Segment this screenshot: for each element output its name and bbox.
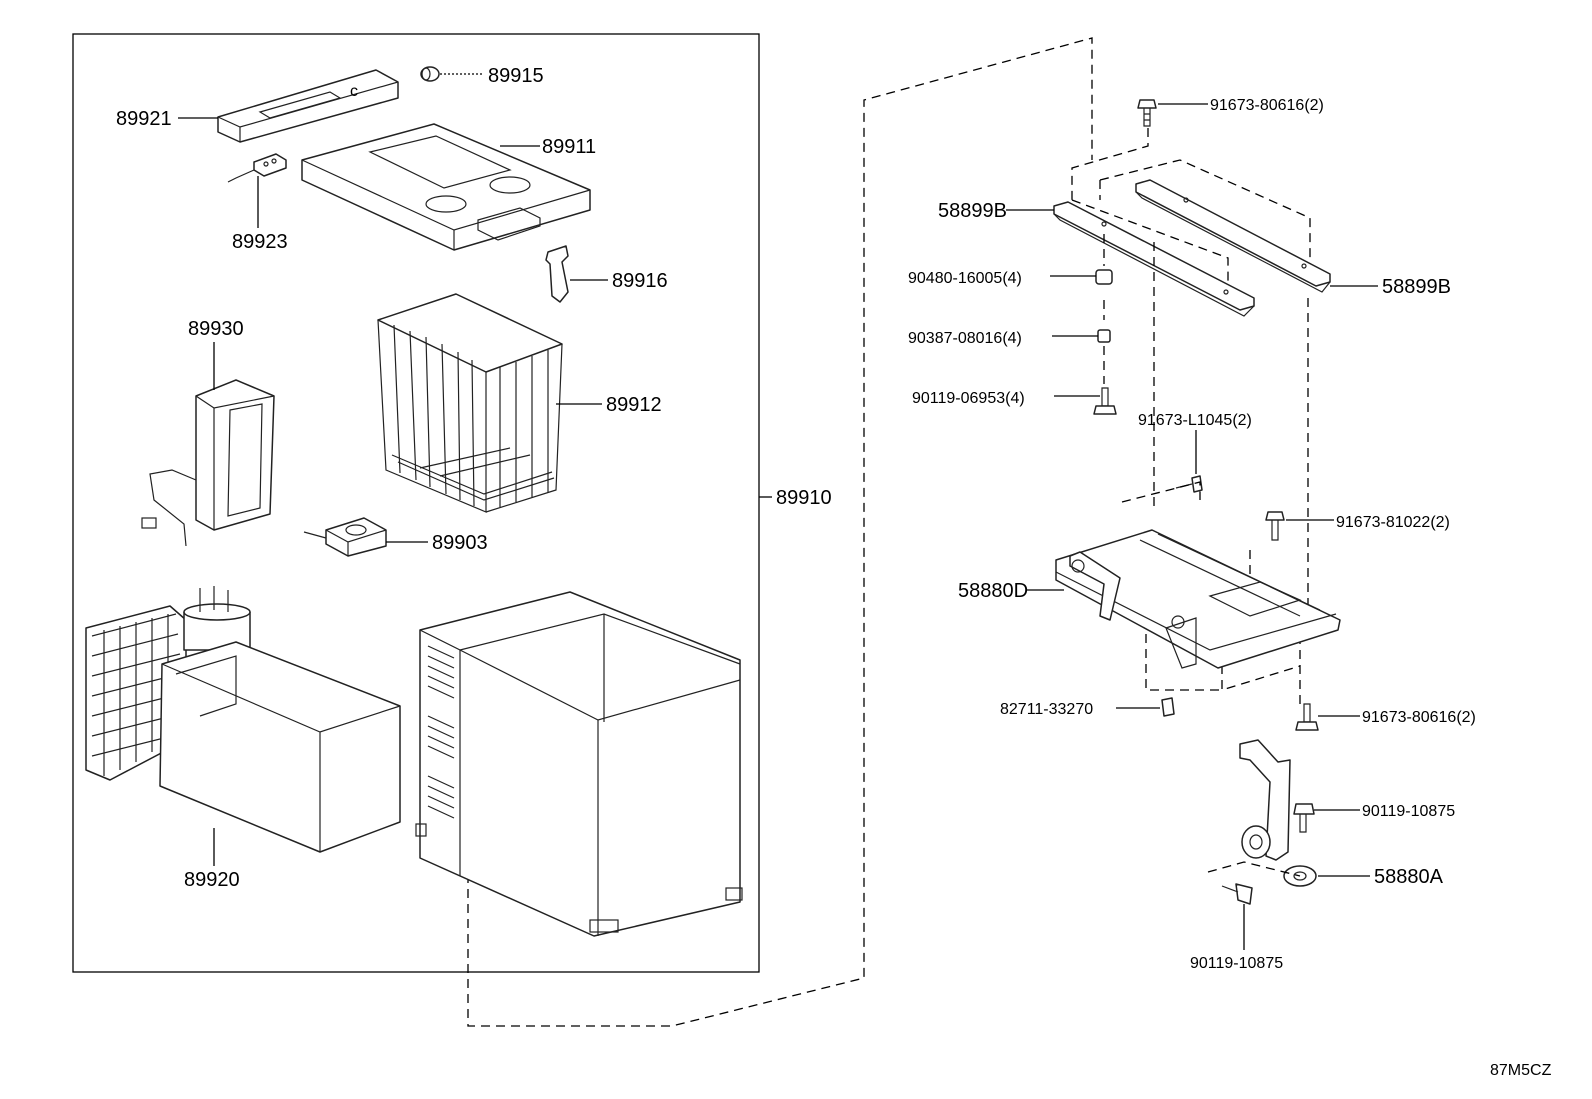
thermostat-89903 <box>303 517 387 557</box>
label-kit[interactable]: 89910 <box>776 487 832 509</box>
svg-text:c: c <box>350 83 358 100</box>
label-89930[interactable]: 89930 <box>188 318 244 340</box>
lid-89911 <box>301 123 591 251</box>
label-89912[interactable]: 89912 <box>606 394 662 416</box>
label-58899B-right[interactable]: 58899B <box>1382 276 1451 298</box>
label-58880D[interactable]: 58880D <box>958 580 1028 602</box>
label-89920[interactable]: 89920 <box>184 869 240 891</box>
label-90480-16005[interactable]: 90480-16005(4) <box>908 270 1022 287</box>
label-91673-L1045[interactable]: 91673-L1045(2) <box>1138 412 1252 429</box>
bolt-91673-81022 <box>1265 511 1285 541</box>
label-91673-81022[interactable]: 91673-81022(2) <box>1336 514 1450 531</box>
label-90119-10875-upper[interactable]: 90119-10875 <box>1362 803 1455 820</box>
label-90119-10875-lower[interactable]: 90119-10875 <box>1190 955 1283 972</box>
label-90387-08016[interactable]: 90387-08016(4) <box>908 330 1022 347</box>
kit-frame <box>72 33 760 973</box>
collar-90387-08016 <box>1097 329 1111 343</box>
label-58880A[interactable]: 58880A <box>1374 866 1444 888</box>
bolt-91673-80616-lower <box>1295 703 1319 731</box>
label-89903[interactable]: 89903 <box>432 532 488 554</box>
label-89921[interactable]: 89921 <box>116 108 172 130</box>
bolt-91673-L1045 <box>1175 475 1203 493</box>
control-panel-89921: c <box>217 69 399 143</box>
label-82711-33270[interactable]: 82711-33270 <box>1000 701 1093 718</box>
label-58899B-left[interactable]: 58899B <box>938 200 1007 222</box>
label-89916[interactable]: 89916 <box>612 270 668 292</box>
latch-89916 <box>545 245 569 303</box>
basket-89912 <box>377 293 563 513</box>
label-91673-80616-top[interactable]: 91673-80616(2) <box>1210 97 1324 114</box>
rail-58899B-right <box>1135 179 1331 293</box>
bolt-91673-80616-top <box>1137 99 1157 127</box>
label-89923[interactable]: 89923 <box>232 231 288 253</box>
bolt-90119-10875-upper <box>1293 803 1315 833</box>
grommet-90480-16005 <box>1095 269 1113 285</box>
kit-link-dashed <box>467 37 1093 1027</box>
label-91673-80616-lower[interactable]: 91673-80616(2) <box>1362 709 1476 726</box>
switch-89923 <box>227 153 287 183</box>
label-90119-06953[interactable]: 90119-06953(4) <box>912 390 1025 407</box>
rail-58899B-left <box>1053 201 1255 317</box>
diagram-code: 87M5CZ <box>1490 1062 1552 1079</box>
knob-89915 <box>420 66 440 82</box>
thermo-unit-89930 <box>141 379 275 547</box>
bolt-90119-06953 <box>1093 387 1117 415</box>
label-89911[interactable]: 89911 <box>542 136 596 158</box>
bolt-90119-10875-lower <box>1221 883 1253 905</box>
inner-container-89920 <box>159 641 401 853</box>
outer-case <box>415 591 743 937</box>
label-89915[interactable]: 89915 <box>488 65 544 87</box>
clip-82711-33270 <box>1161 697 1175 717</box>
base-frame-58880D <box>1055 529 1341 669</box>
